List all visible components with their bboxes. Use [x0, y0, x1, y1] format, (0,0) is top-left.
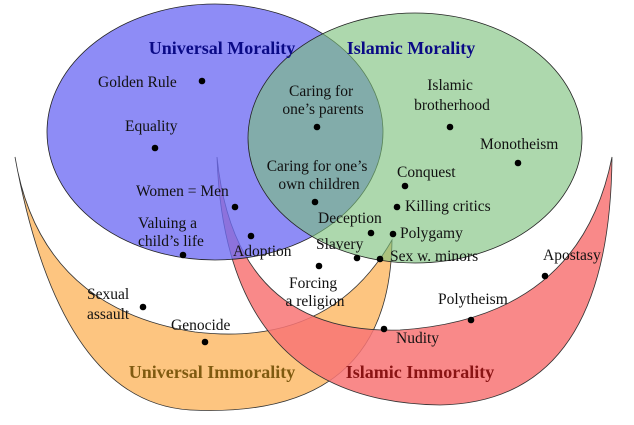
item-sexual-assault: Sexual assault [87, 286, 133, 323]
dot-sexual-assault [139, 303, 147, 311]
dot-adoption [247, 232, 255, 240]
dot-golden-rule [198, 77, 206, 85]
item-adoption: Adoption [233, 243, 292, 260]
dot-caring-parents [313, 123, 321, 131]
item-apostasy: Apostasy [543, 247, 601, 264]
item-monotheism: Monotheism [480, 136, 558, 153]
item-nudity: Nudity [396, 330, 439, 347]
item-women-equal-men: Women = Men [136, 183, 229, 200]
dot-caring-children [311, 198, 319, 206]
dot-islamic-brotherhood [446, 123, 454, 131]
islamic-immorality-title: Islamic Immorality [346, 362, 494, 382]
item-slavery: Slavery [316, 236, 364, 253]
dot-conquest [401, 182, 409, 190]
universal-immorality-title: Universal Immorality [129, 362, 295, 382]
item-caring-children: Caring for one’s own children [267, 158, 372, 193]
dot-polygamy [389, 230, 397, 238]
dot-valuing-childs-life [179, 251, 187, 259]
item-polytheism: Polytheism [438, 291, 508, 308]
dot-deception [367, 229, 375, 237]
islamic-morality-region [247, 12, 583, 264]
universal-morality-title: Universal Morality [149, 38, 295, 58]
dot-apostasy [541, 272, 549, 280]
item-valuing-childs-life: Valuing a child’s life [138, 215, 204, 250]
dot-killing-critics [393, 203, 401, 211]
dot-monotheism [514, 159, 522, 167]
item-equality: Equality [125, 118, 178, 135]
dot-nudity [380, 325, 388, 333]
item-killing-critics: Killing critics [405, 198, 491, 215]
item-golden-rule: Golden Rule [98, 74, 177, 91]
item-islamic-brotherhood: Islamic brotherhood [414, 77, 490, 114]
islamic-immorality-region [216, 156, 613, 406]
item-genocide: Genocide [171, 317, 231, 334]
item-sex-minors: Sex w. minors [390, 248, 478, 265]
item-caring-parents: Caring for one’s parents [282, 83, 363, 118]
dot-forcing-religion [315, 262, 323, 270]
dot-polytheism [467, 316, 475, 324]
item-conquest: Conquest [397, 164, 456, 181]
dot-genocide [201, 338, 209, 346]
islamic-morality-title: Islamic Morality [347, 38, 475, 58]
dot-women-equal-men [231, 203, 239, 211]
item-deception: Deception [318, 210, 382, 227]
dot-slavery [353, 254, 361, 262]
dot-sex-minors [376, 255, 384, 263]
item-polygamy: Polygamy [400, 225, 463, 242]
dot-equality [151, 144, 159, 152]
item-forcing-religion: Forcing a religion [286, 275, 345, 310]
